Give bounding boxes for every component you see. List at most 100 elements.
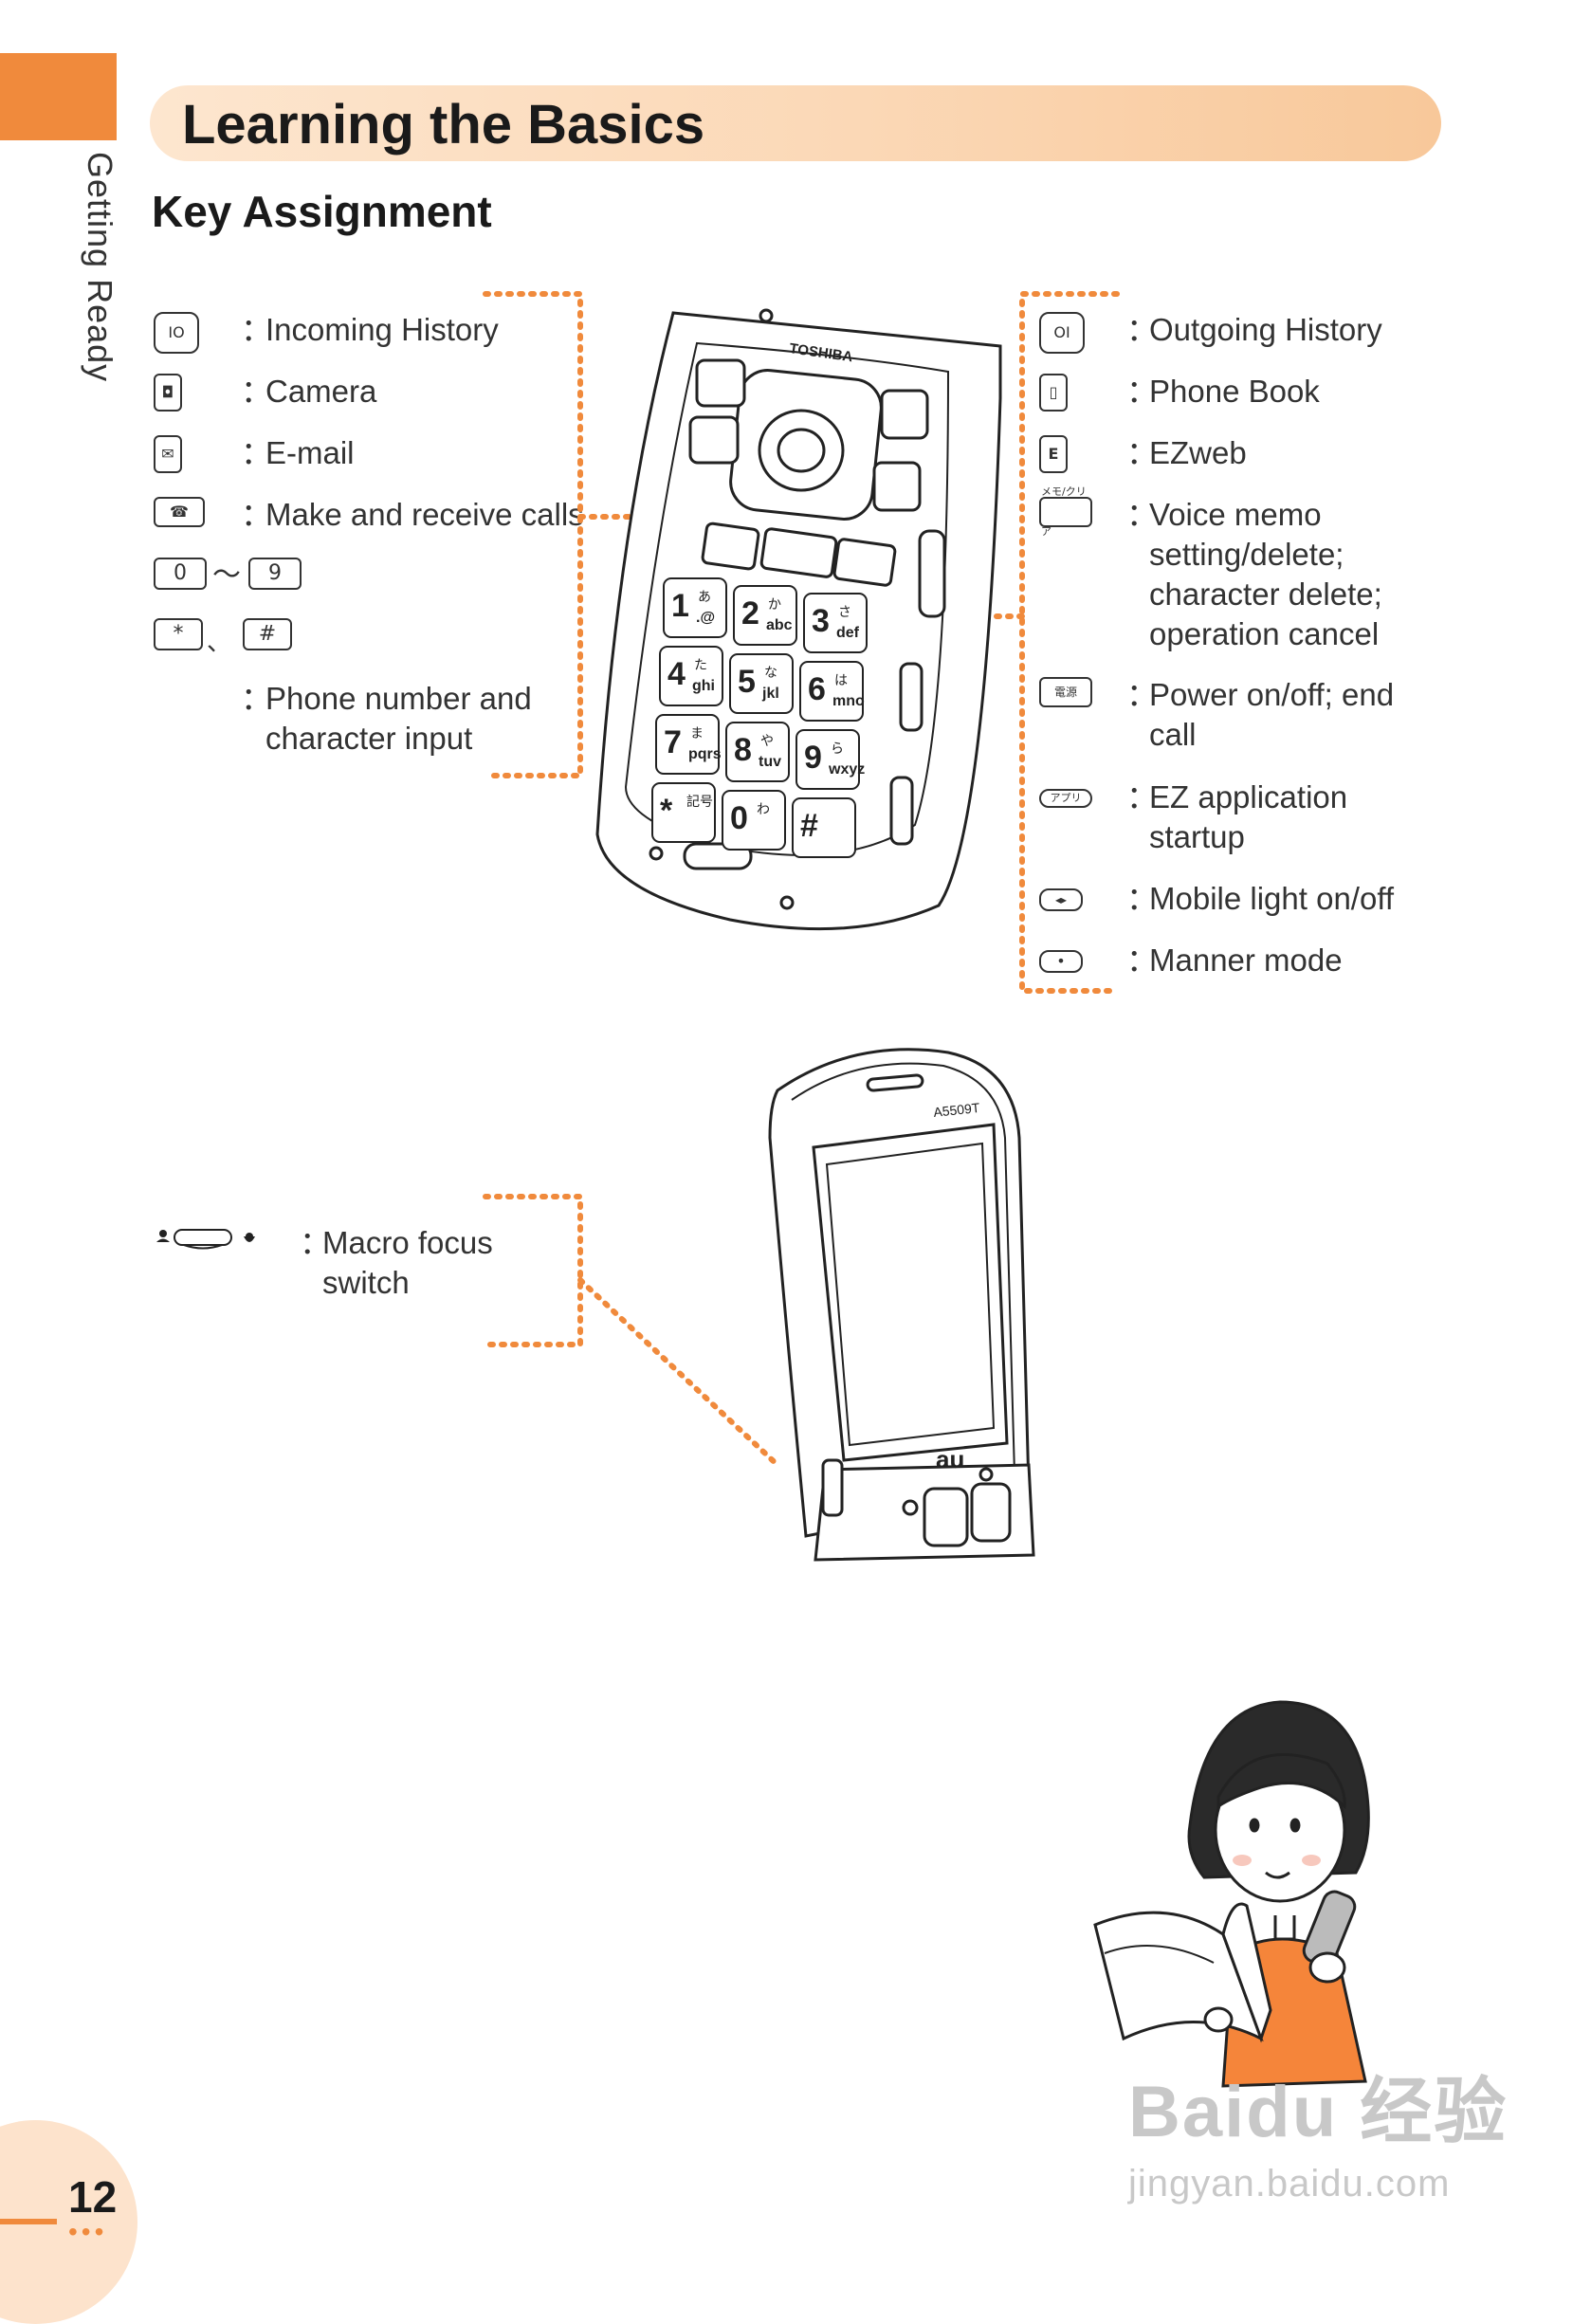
call-key-icon: ☎: [154, 497, 205, 527]
colon: ：: [241, 497, 272, 532]
section-title: Key Assignment: [152, 187, 492, 236]
key-description: Make and receive calls: [265, 497, 584, 532]
colon: ：: [1126, 374, 1158, 409]
girl-illustration: [1093, 1700, 1370, 2088]
keypad-kana: は: [834, 673, 848, 688]
key-row-incoming-history: IO ： Incoming History: [154, 310, 590, 354]
flip-phone-illustration: [768, 1048, 1035, 1562]
keypad-kana: ら: [831, 741, 844, 757]
key-row-ezweb: E ： EZweb: [1039, 433, 1456, 475]
colon: ：: [1126, 881, 1158, 916]
carrier-logo: au: [936, 1445, 964, 1473]
left-callout-bracket: [483, 291, 583, 778]
mobile-light-key-icon: ◂▸: [1039, 888, 1083, 911]
keypad-kana: た: [694, 658, 707, 673]
page-number-dots: •••: [68, 2217, 108, 2246]
page-title: Learning the Basics: [182, 94, 705, 156]
macro-callout-bracket: [483, 1194, 583, 1347]
keypad-number: 6: [808, 671, 826, 707]
key-row-macro: ： Macro focus switch: [154, 1223, 552, 1308]
keypad-key-12: #: [792, 797, 856, 858]
key-row-star-hash: * 、 #: [154, 618, 343, 656]
keypad-number: #: [800, 808, 818, 844]
camera-key-icon: ◘: [154, 374, 182, 412]
keypad-letters: ghi: [692, 678, 715, 694]
keypad-letters: .@: [696, 610, 715, 626]
colon: ：: [1126, 497, 1158, 532]
keypad-kana: か: [768, 597, 781, 613]
watermark-url: jingyan.baidu.com: [1128, 2163, 1451, 2205]
watermark: Baidu 经验 jingyan.baidu.com: [1128, 2053, 1508, 2205]
colon: ：: [241, 435, 272, 470]
keypad-letters: wxyz: [828, 761, 865, 778]
key-description: Power on/off; end call: [1149, 677, 1395, 752]
key-row-outgoing-history: OI ： Outgoing History: [1039, 310, 1456, 354]
keypad-number: 8: [734, 732, 752, 768]
colon: ：: [1126, 312, 1158, 347]
key-description: Phone number and character input: [265, 681, 532, 756]
keypad-number: 1: [671, 588, 689, 624]
watermark-main: Baidu 经验: [1128, 2072, 1509, 2152]
nine-key-icon: 9: [248, 558, 302, 590]
colon: ：: [1126, 779, 1158, 814]
key-description: Outgoing History: [1149, 312, 1382, 347]
key-description: E-mail: [265, 435, 355, 470]
power-key-icon: 電源: [1039, 677, 1092, 707]
right-callout-bracket: [1019, 291, 1120, 994]
outgoing-history-key-icon: OI: [1039, 312, 1085, 354]
keypad-number: *: [660, 793, 673, 829]
page-number: 12: [68, 2172, 118, 2222]
keypad-letters: pqrs: [688, 746, 722, 762]
colon: ：: [1126, 435, 1158, 470]
macro-switch-icon: [156, 1229, 255, 1250]
keypad-letters: mno: [832, 693, 865, 709]
keypad-kana: わ: [757, 802, 770, 817]
keypad-number: 0: [730, 800, 748, 836]
key-description: Incoming History: [265, 312, 499, 347]
keypad-kana: な: [764, 666, 777, 681]
hash-key-icon: #: [243, 618, 292, 650]
keypad-kana: や: [760, 734, 774, 749]
key-row-phone-book: ▯ ： Phone Book: [1039, 372, 1456, 413]
page-number-rule: [0, 2219, 57, 2224]
keypad-number: 4: [667, 656, 686, 692]
key-description: EZweb: [1149, 435, 1247, 470]
key-description: Manner mode: [1149, 942, 1343, 978]
colon: ：: [241, 374, 272, 409]
key-row-manner: • ： Manner mode: [1039, 941, 1456, 982]
colon: ：: [241, 681, 272, 716]
incoming-history-key-icon: IO: [154, 312, 199, 354]
key-row-number-range: 0 〜 9: [154, 558, 343, 595]
macro-callout-line: [577, 1277, 780, 1468]
keypad-kana: あ: [698, 590, 711, 605]
keypad-number: 9: [804, 740, 822, 776]
colon: ：: [300, 1225, 331, 1260]
keypad-kana: さ: [838, 605, 851, 620]
key-row-memo-clear: メモ/クリア ： Voice memo setting/delete; char…: [1039, 485, 1456, 662]
keypad-letters: jkl: [761, 686, 779, 702]
key-row-number-input: ： Phone number and character input: [154, 679, 590, 764]
keypad-number: 3: [812, 603, 830, 639]
colon: ：: [241, 312, 272, 347]
phone-model-label: A5509T: [933, 1100, 981, 1120]
keypad-number: 2: [741, 595, 759, 631]
chapter-label: Getting Ready: [81, 152, 119, 383]
key-row-mobile-light: ◂▸ ： Mobile light on/off: [1039, 879, 1485, 921]
keypad-letters: abc: [766, 617, 793, 633]
keypad-number: 7: [664, 724, 682, 760]
key-row-email: ✉ ： E-mail: [154, 433, 590, 475]
star-key-icon: *: [154, 618, 203, 650]
key-description: EZ application startup: [1149, 779, 1348, 854]
zero-key-icon: 0: [154, 558, 207, 590]
chapter-rule: [0, 138, 117, 140]
key-row-camera: ◘ ： Camera: [154, 372, 590, 413]
